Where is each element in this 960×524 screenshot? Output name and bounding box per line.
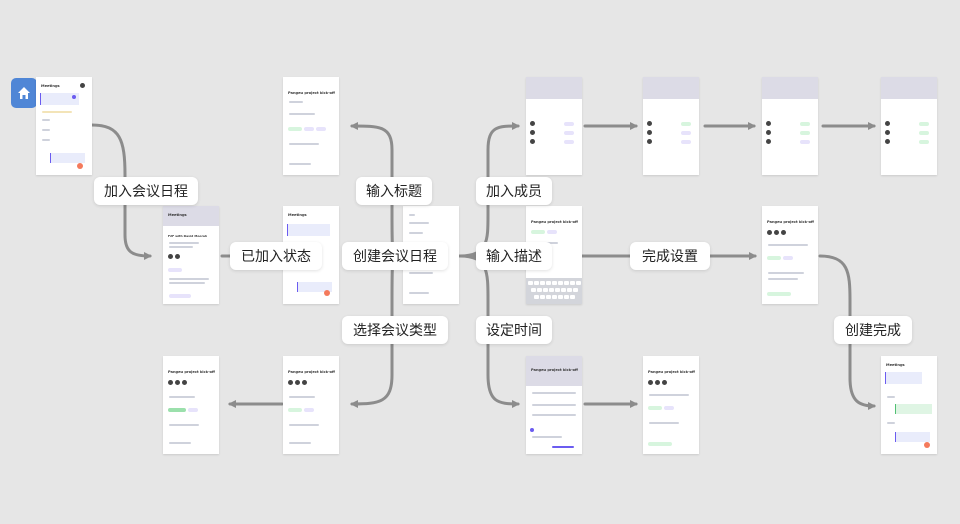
- label-joined-state: 已加入状态: [230, 242, 322, 270]
- add-fab[interactable]: [324, 290, 330, 296]
- screen-member-1[interactable]: [526, 77, 582, 175]
- project-title: Pangeu project kick-off: [531, 220, 578, 224]
- avatar: [80, 83, 85, 88]
- keyboard[interactable]: [526, 278, 582, 304]
- screen-finish-settings[interactable]: Pangeu project kick-off: [762, 206, 818, 304]
- meeting-title: F2F with David Moorah: [168, 234, 208, 238]
- label-create-schedule: 创建会议日程: [342, 242, 448, 270]
- project-title: Pangeu project kick-off: [288, 370, 335, 374]
- screen-title: Meetings: [41, 84, 60, 88]
- screen-title: Meetings: [288, 213, 307, 217]
- label-select-type: 选择会议类型: [342, 316, 448, 344]
- screen-select-type[interactable]: Pangeu project kick-off: [283, 356, 339, 454]
- screen-member-4[interactable]: [881, 77, 937, 175]
- screen-title: Meetings: [168, 213, 187, 217]
- screen-input-title[interactable]: Pangeu project kick-off: [283, 77, 339, 175]
- screen-create-done[interactable]: Meetings: [881, 356, 937, 454]
- project-title: Pangeu project kick-off: [648, 370, 695, 374]
- screen-member-2[interactable]: [643, 77, 699, 175]
- project-title: Pangeu project kick-off: [288, 91, 335, 95]
- screen-meeting-detail[interactable]: Meetings F2F with David Moorah: [163, 206, 219, 304]
- screen-member-3[interactable]: [762, 77, 818, 175]
- label-create-done: 创建完成: [834, 316, 912, 344]
- screen-type-selected[interactable]: Pangeu project kick-off: [163, 356, 219, 454]
- project-title: Pangeu project kick-off: [168, 370, 215, 374]
- status-dot: [72, 95, 76, 99]
- add-fab[interactable]: [924, 442, 930, 448]
- screen-meetings-list[interactable]: Meetings: [36, 77, 92, 175]
- screen-set-time[interactable]: Pangeu project kick-off: [526, 356, 582, 454]
- screen-title: Meetings: [886, 363, 905, 367]
- add-fab[interactable]: [77, 163, 83, 169]
- label-add-schedule: 加入会议日程: [94, 177, 198, 205]
- home-icon[interactable]: [11, 78, 37, 108]
- event-block: [40, 93, 79, 105]
- screen-header: [163, 206, 219, 226]
- screen-time-set[interactable]: Pangeu project kick-off: [643, 356, 699, 454]
- event-block: [50, 153, 85, 163]
- label-input-title: 输入标题: [356, 177, 432, 205]
- label-add-member: 加入成员: [476, 177, 552, 205]
- label-set-time: 设定时间: [476, 316, 552, 344]
- arrow-done: [818, 254, 876, 410]
- project-title: Pangeu project kick-off: [767, 220, 814, 224]
- project-title: Pangeu project kick-off: [531, 368, 578, 372]
- label-input-desc: 输入描述: [476, 242, 552, 270]
- arrow-add-schedule: [90, 123, 152, 260]
- label-finish-settings: 完成设置: [630, 242, 710, 270]
